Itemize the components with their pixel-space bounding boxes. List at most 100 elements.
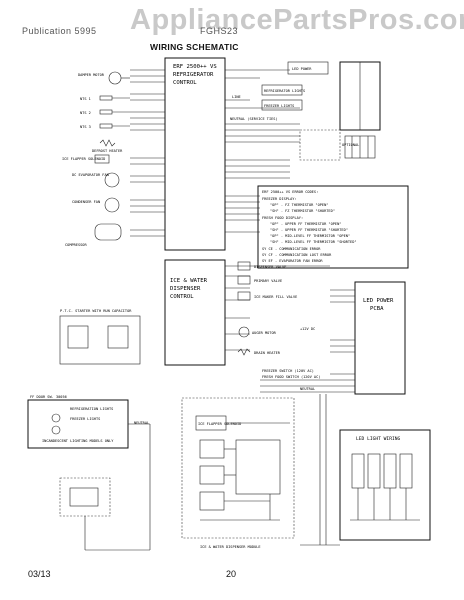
led-array [350,453,420,521]
freezer-switch-label: FREEZER SWITCH (120V AC) [262,369,314,373]
error-freezer: FREEZER DISPLAY: [262,197,297,201]
nts2-symbol [99,109,113,115]
bottom-left-optional-box [59,477,111,517]
freezer-lights-box [261,99,303,111]
ice-line2: DISPENSER [170,286,201,292]
ice-module-box [181,397,295,539]
neutral-left-label: NEUTRAL [134,421,149,425]
auger-label: AUGER MOTOR [252,331,277,335]
ptc-starter-box [59,315,141,365]
erf-right-wires [225,69,300,233]
compressor-label: COMPRESSOR [65,243,87,247]
damper-label: DAMPER MOTOR [78,73,105,77]
nts3-label: NTS 3 [80,125,91,129]
freezer-lights-label: FREEZER LIGHTS [264,104,294,108]
optional-label: OPTIONAL [342,143,359,147]
condenser-fan-label: CONDENSER FAN [72,200,100,204]
led-power-label: LED POWER [292,67,312,71]
damper-motor-symbol [108,71,122,85]
erf-control-box [164,57,226,251]
freezer-lights-left-label: FREEZER LIGHTS [70,417,100,421]
footer-date: 03/13 [28,569,51,579]
error-fresh: FRESH FOOD DISPLAY: [262,216,303,220]
evap-fan-symbol [104,172,120,188]
flapper-label: ICE FLAPPER SOLENOID [198,422,241,426]
ff-door-label: FF DOOR SW. 30056 [30,395,67,399]
ice-maker-label: ICE MAKER FILL VALVE [254,295,297,299]
refrigeration-lights-label: REFRIGERATION LIGHTS [70,407,113,411]
ice-flapper-symbol [94,154,110,164]
led-pcba-pins [330,289,355,393]
module-comp-1 [199,439,225,459]
drain-label: DRAIN HEATER [254,351,281,355]
lamp-symbol-1 [51,413,61,423]
module-wires [200,422,290,521]
error-line-6: SY CE - COMMUNICATION ERROR [262,247,321,251]
error-line-5: "SH" - MID-LEVEL FF THERMISTOR "SHORTED" [270,240,357,244]
erf-line1: ERF 2500++ VS [173,64,217,70]
ice-flapper-label: ICE FLAPPER SOLENOID [62,157,105,161]
ice-line1: ICE & WATER [170,278,208,284]
publication-code: Publication 5995 [22,26,97,36]
ice-maker-valve-symbol [237,291,251,301]
module-board [235,439,281,495]
model-code: FGHS23 [200,26,239,36]
defrost-heater-symbol [99,139,116,147]
error-line-7: SY CF - COMMUNICATION LOST ERROR [262,253,332,257]
ice-line3: CONTROL [170,294,194,300]
module-comp-2 [199,465,225,485]
dispenser-valve-label: DISPENSER VALVE [254,265,286,269]
condenser-fan-symbol [104,197,120,213]
optional-box [299,129,341,161]
ptc-label: P.T.C. STARTER WITH RUN CAPACITOR [60,309,132,313]
refrig-lights-label: REFRIGERATOR LIGHTS [264,89,305,93]
led-pcba-box [354,281,406,395]
nts3-symbol [99,123,113,129]
pwr12-label: +12V DC [300,327,315,331]
refrig-lights-box [261,84,303,96]
led-pcba-line1: LED POWER [363,298,394,304]
erf-line2: REFRIGERATOR [173,72,214,78]
fresh-switch-label: FRESH FOOD SWITCH (120V AC) [262,375,320,379]
compressor-symbol [94,223,122,241]
ice-module-label: ICE & WATER DISPENSER MODULE [200,545,261,549]
neutral-service-label: NEUTRAL (SERVICE TIES) [230,117,278,121]
error-codes-box [257,185,409,269]
drain-heater-symbol [237,348,251,356]
nts1-symbol [99,95,113,101]
erf-line3: CONTROL [173,80,197,86]
erf-left-pins [130,69,165,237]
error-line-8: SY EF - EVAPORATOR FAN ERROR [262,259,323,263]
led-wiring-label: LED LIGHT WIRING [356,436,400,442]
evap-fan-label: DC EVAPORATOR FAN [72,173,109,177]
ice-water-control-box [164,259,226,366]
module-comp-3 [199,491,225,511]
defrost-heater-label: DEFROST HEATER [92,149,123,153]
neutral-label: NEUTRAL [300,387,315,391]
error-line-4: "OP" - MID-LEVEL FF THERMISTOR "OPEN" [270,234,350,238]
primary-valve-symbol [237,275,251,285]
auger-motor-symbol [238,326,250,338]
line-label: LINE [232,95,241,99]
error-line-3: "SH" - UPPER FF THERMISTOR "SHORTED" [270,228,348,232]
lamp-symbol-2 [51,425,61,435]
nts1-label: NTS 1 [80,97,91,101]
page-title: WIRING SCHEMATIC [150,42,239,52]
primary-valve-label: PRIMARY VALVE [254,279,282,283]
led-wiring-box [339,429,431,541]
led-power-box [287,61,329,75]
led-pcba-line2: PCBA [370,306,384,312]
bottom-left-component [69,487,99,507]
incand-label: INCANDESCENT LIGHTING MODELS ONLY [42,439,114,443]
footer-page-number: 20 [226,569,237,579]
ptc-element [67,325,89,349]
error-line-1: "SH" - FZ THERMISTOR "SHORTED" [270,209,335,213]
run-capacitor [107,325,129,349]
error-line-0: "OP" - FZ THERMISTOR "OPEN" [270,203,328,207]
dispenser-valve-symbol [237,261,251,271]
watermark-text: AppliancePartsPros.com [130,4,464,36]
error-line-2: "OP" - UPPER FF THERMISTOR "OPEN" [270,222,341,226]
nts2-label: NTS 2 [80,111,91,115]
